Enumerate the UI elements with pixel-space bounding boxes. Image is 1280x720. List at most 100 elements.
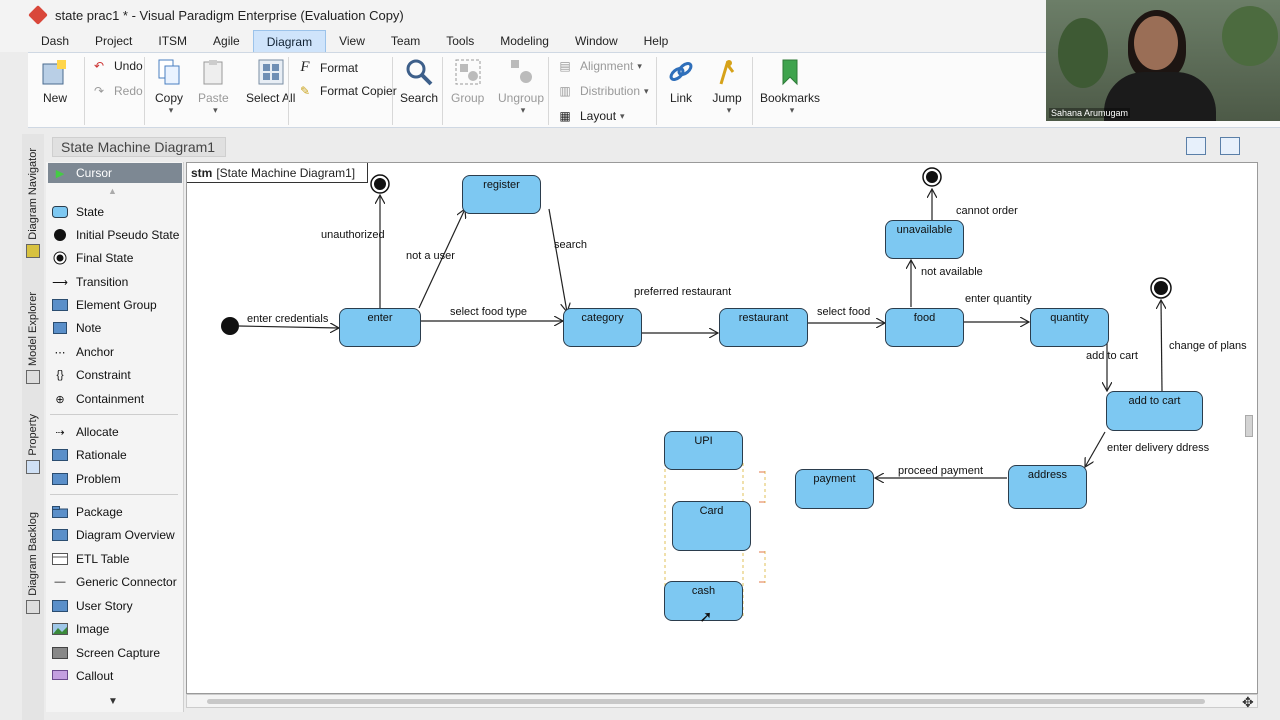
transition-label[interactable]: add to cart (1086, 350, 1138, 362)
menu-tools[interactable]: Tools (446, 34, 475, 48)
search-button[interactable]: Search (400, 57, 438, 105)
select-all-button[interactable]: Select All (246, 57, 295, 105)
transition-label[interactable]: change of plans (1169, 340, 1247, 352)
palette-etl-table[interactable]: ETL Table (48, 549, 182, 569)
state-enter[interactable]: enter (339, 308, 421, 347)
transition-label[interactable]: unauthorized (321, 229, 385, 241)
state-cash[interactable]: cash (664, 581, 743, 621)
palette-diagram-overview[interactable]: Diagram Overview (48, 525, 182, 545)
state-add-to-cart[interactable]: add to cart (1106, 391, 1203, 431)
palette-user-story[interactable]: User Story (48, 596, 182, 616)
tab-model-explorer[interactable]: Model Explorer (22, 292, 44, 384)
alignment-button[interactable]: ▤Alignment▾ (556, 59, 642, 73)
transition-label[interactable]: proceed payment (898, 465, 983, 477)
scroll-thumb[interactable] (207, 699, 1205, 704)
transition-label[interactable]: not a user (406, 250, 455, 262)
palette-problem[interactable]: Problem (48, 469, 182, 489)
palette-cursor[interactable]: ▶Cursor (48, 163, 182, 183)
palette-callout[interactable]: Callout (48, 666, 182, 686)
state-upi[interactable]: UPI (664, 431, 743, 470)
vertical-scroll-handle[interactable] (1245, 415, 1253, 437)
state-food[interactable]: food (885, 308, 964, 347)
menu-dash[interactable]: Dash (41, 34, 70, 48)
palette-state[interactable]: State (48, 202, 182, 222)
menu-window[interactable]: Window (574, 34, 618, 48)
transition-label[interactable]: enter delivery ddress (1107, 442, 1210, 454)
distribution-icon: ▥ (559, 84, 571, 98)
menu-help[interactable]: Help (643, 34, 669, 48)
transition-label[interactable]: cannot order (956, 205, 1018, 217)
undo-button[interactable]: ↶Undo (90, 59, 143, 73)
transition-label[interactable]: select food (817, 306, 871, 318)
state-restaurant[interactable]: restaurant (719, 308, 808, 347)
jump-icon (712, 57, 742, 87)
tab-diagram-backlog[interactable]: Diagram Backlog (22, 512, 44, 614)
palette-rationale[interactable]: Rationale (48, 445, 182, 465)
transition-label[interactable]: not available (921, 266, 983, 278)
menu-agile[interactable]: Agile (213, 34, 240, 48)
state-category[interactable]: category (563, 308, 642, 347)
new-button[interactable]: New (40, 57, 70, 105)
palette-element-group[interactable]: Element Group (48, 295, 182, 315)
state-payment[interactable]: payment (795, 469, 874, 509)
diagram-canvas[interactable]: stm[State Machine Diagram1] enter regist… (186, 162, 1258, 694)
link-button[interactable]: Link (666, 57, 696, 105)
scroll-up-icon[interactable]: ▲ (108, 186, 117, 196)
redo-button[interactable]: ↷Redo (90, 84, 143, 98)
state-quantity[interactable]: quantity (1030, 308, 1109, 347)
horizontal-scrollbar[interactable] (186, 694, 1258, 708)
palette-screen-capture[interactable]: Screen Capture (48, 643, 182, 663)
final-state-right[interactable] (1150, 277, 1172, 299)
state-unavailable[interactable]: unavailable (885, 220, 964, 259)
scroll-down-icon[interactable]: ▼ (108, 696, 118, 707)
copy-button[interactable]: Copy▾ (154, 57, 184, 116)
final-state-top-left[interactable] (370, 174, 390, 194)
menu-itsm[interactable]: ITSM (158, 34, 188, 48)
palette-package[interactable]: Package (48, 502, 182, 522)
palette-image[interactable]: Image (48, 619, 182, 639)
tab-property[interactable]: Property (22, 414, 44, 474)
menu-team[interactable]: Team (390, 34, 421, 48)
palette-transition[interactable]: ⟶Transition (52, 275, 129, 289)
transition-label[interactable]: enter quantity (965, 293, 1032, 305)
state-icon (52, 206, 68, 218)
palette-anchor[interactable]: ⋯Anchor (48, 342, 182, 362)
bookmarks-button[interactable]: Bookmarks▾ (760, 57, 820, 116)
menu-project[interactable]: Project (95, 34, 133, 48)
group-button[interactable]: Group (451, 57, 484, 105)
jump-button[interactable]: Jump▾ (712, 57, 742, 116)
pan-icon[interactable]: ✥ (1242, 694, 1254, 710)
palette-containment[interactable]: ⊕Containment (48, 389, 182, 409)
initial-pseudo-state[interactable] (221, 317, 239, 335)
transition-lines (221, 167, 1172, 618)
palette-allocate[interactable]: ⇢Allocate (48, 422, 182, 442)
paste-button[interactable]: Paste▾ (198, 57, 229, 116)
state-card[interactable]: Card (672, 501, 751, 551)
format-copier-button[interactable]: ✎Format Copier (296, 84, 397, 98)
spacing-markers (759, 471, 765, 583)
state-address[interactable]: address (1008, 465, 1087, 509)
transition-label[interactable]: preferred restaurant (634, 286, 732, 298)
palette-note[interactable]: Note (48, 318, 182, 338)
transition-label[interactable]: select food type (450, 306, 528, 318)
menu-view[interactable]: View (339, 34, 365, 48)
final-state-top-right[interactable] (922, 167, 942, 187)
tab-diagram-navigator[interactable]: Diagram Navigator (22, 148, 44, 258)
transition-label[interactable]: search (554, 239, 588, 251)
ungroup-button[interactable]: Ungroup▾ (498, 57, 544, 116)
palette-generic-connector[interactable]: —Generic Connector (48, 572, 182, 592)
window-layout-icon[interactable] (1220, 137, 1240, 155)
bookmark-icon (775, 57, 805, 87)
palette-constraint[interactable]: {}Constraint (48, 365, 182, 385)
palette-final-state[interactable]: Final State (48, 248, 182, 268)
breadcrumb-diagram[interactable]: State Machine Diagram1 (52, 137, 227, 157)
transition-label[interactable]: enter credentials (247, 313, 329, 325)
menu-modeling[interactable]: Modeling (500, 34, 549, 48)
menu-diagram[interactable]: Diagram (252, 30, 327, 52)
pin-icon[interactable] (1186, 137, 1206, 155)
state-register[interactable]: register (462, 175, 541, 214)
layout-button[interactable]: ▦Layout▾ (556, 109, 624, 123)
palette-initial-pseudo-state[interactable]: Initial Pseudo State (48, 225, 182, 245)
distribution-button[interactable]: ▥Distribution▾ (556, 84, 648, 98)
